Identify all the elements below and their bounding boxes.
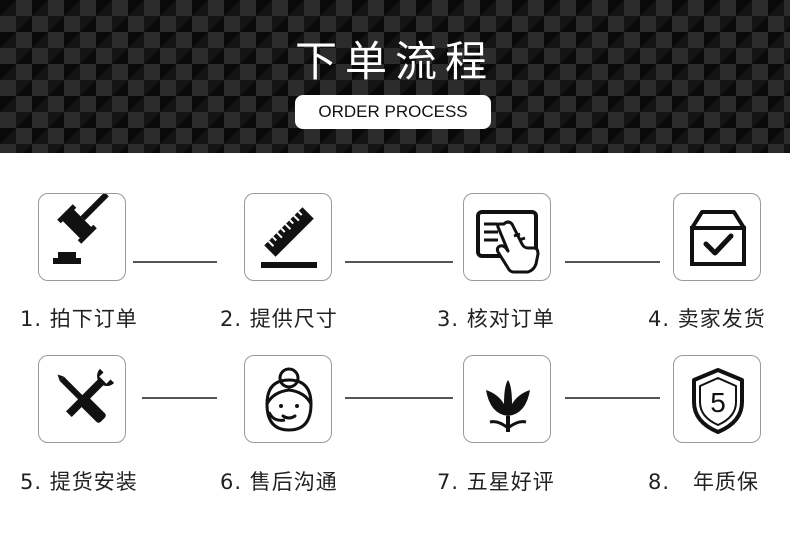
tools-icon [57,368,115,423]
header-banner: 下单流程 ORDER PROCESS [0,0,790,153]
ruler-icon [261,207,317,268]
box-check-icon [690,210,746,266]
step-6-box [244,355,332,443]
gavel-icon [53,194,109,264]
page-title: 下单流程 [294,37,495,86]
step-4-box [673,193,761,281]
flower-icon [486,380,530,432]
step-2-label: 2. 提供尺寸 [220,307,338,331]
step-3-box [463,193,551,281]
connector-1-2 [133,261,217,263]
step-2-box [244,193,332,281]
hand-touch-icon [476,210,540,274]
step-5-label: 5. 提货安装 [20,470,138,494]
step-1-box [38,193,126,281]
step-8-box: 5 [673,355,761,443]
connector-2-3 [345,261,453,263]
step-1-label: 1. 拍下订单 [20,307,138,331]
connector-5-6 [142,397,217,399]
step-3-label: 3. 核对订单 [437,307,555,331]
step-7-label: 7. 五星好评 [437,470,555,494]
svg-text:5: 5 [710,387,726,418]
connector-6-7 [345,397,453,399]
step-4-label: 4. 卖家发货 [648,307,766,331]
step-5-box [38,355,126,443]
shield-5-icon: 5 [692,368,744,434]
step-7-box [463,355,551,443]
connector-7-8 [565,397,660,399]
connector-3-4 [565,261,660,263]
page-subtitle: ORDER PROCESS [295,95,491,129]
headset-agent-icon [265,367,313,432]
step-8-label: 8. 年质保 [648,470,760,494]
step-6-label: 6. 售后沟通 [220,470,338,494]
